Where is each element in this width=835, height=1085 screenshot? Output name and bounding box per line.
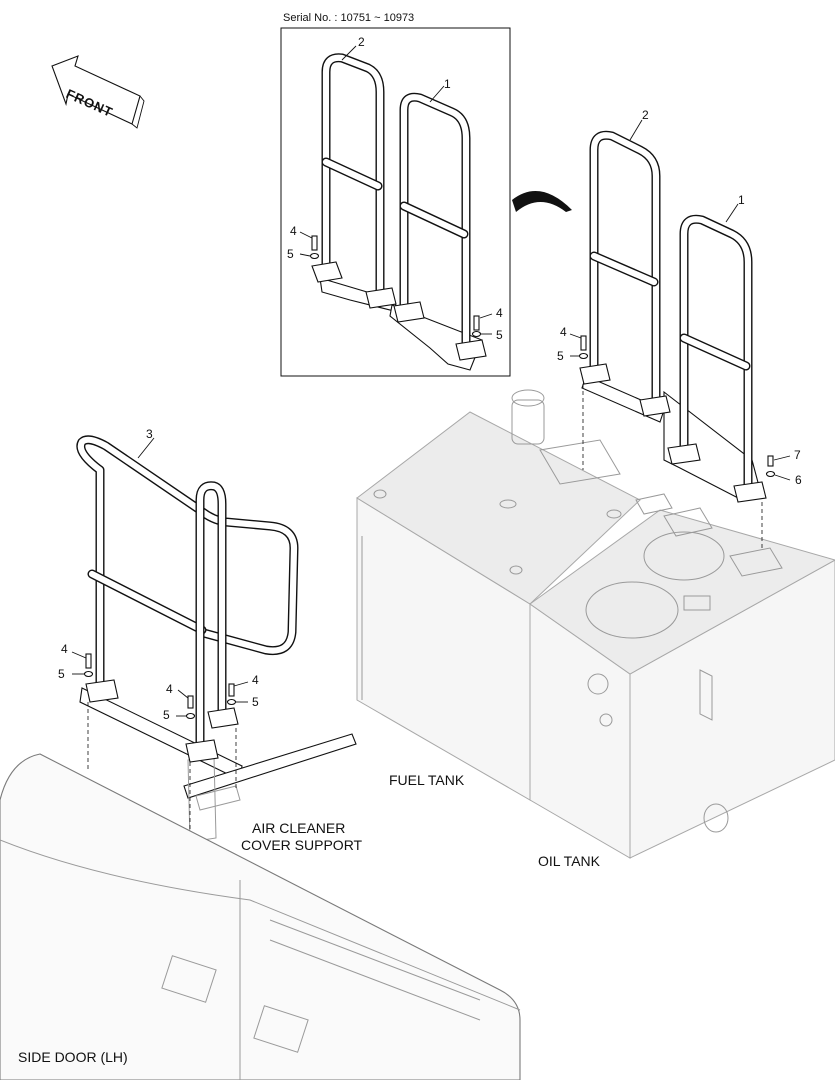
side-door-label: SIDE DOOR (LH) bbox=[18, 1049, 128, 1065]
callout-left-4b: 4 bbox=[166, 682, 173, 696]
callout-main-4: 4 bbox=[560, 325, 567, 339]
callout-inset-5a: 5 bbox=[287, 247, 294, 261]
callout-left-5b: 5 bbox=[163, 708, 170, 722]
oil-tank-label: OIL TANK bbox=[538, 853, 600, 869]
callout-left-3: 3 bbox=[146, 427, 153, 441]
callout-main-1: 1 bbox=[738, 193, 745, 207]
callout-inset-5b: 5 bbox=[496, 328, 503, 342]
callout-main-6: 6 bbox=[795, 473, 802, 487]
callout-main-7: 7 bbox=[794, 448, 801, 462]
swap-arrow-icon bbox=[512, 191, 572, 212]
inset-handrail-assembly bbox=[299, 45, 493, 371]
callout-left-4a: 4 bbox=[61, 642, 68, 656]
left-handrail-assembly bbox=[71, 435, 299, 830]
fuel-tank-drawing bbox=[356, 389, 641, 801]
callout-main-2: 2 bbox=[642, 108, 649, 122]
front-arrow-icon bbox=[51, 55, 145, 129]
callout-inset-2: 2 bbox=[358, 35, 365, 49]
callout-left-5c: 5 bbox=[252, 695, 259, 709]
air-cleaner-label-line1: AIR CLEANER bbox=[252, 820, 346, 836]
serial-number-label: Serial No. : 10751 ~ 10973 bbox=[283, 12, 415, 24]
main-handrail-assembly bbox=[569, 119, 791, 550]
callout-inset-4a: 4 bbox=[290, 224, 297, 238]
callout-inset-4b: 4 bbox=[496, 306, 503, 320]
side-door-drawing bbox=[0, 753, 521, 1081]
callout-main-5: 5 bbox=[557, 349, 564, 363]
air-cleaner-label-line2: COVER SUPPORT bbox=[241, 837, 363, 853]
oil-tank-drawing bbox=[529, 493, 835, 859]
callout-left-4c: 4 bbox=[252, 673, 259, 687]
callout-left-5a: 5 bbox=[58, 667, 65, 681]
callout-inset-1: 1 bbox=[444, 77, 451, 91]
fuel-tank-label: FUEL TANK bbox=[389, 772, 465, 788]
inset-frame bbox=[280, 27, 511, 377]
